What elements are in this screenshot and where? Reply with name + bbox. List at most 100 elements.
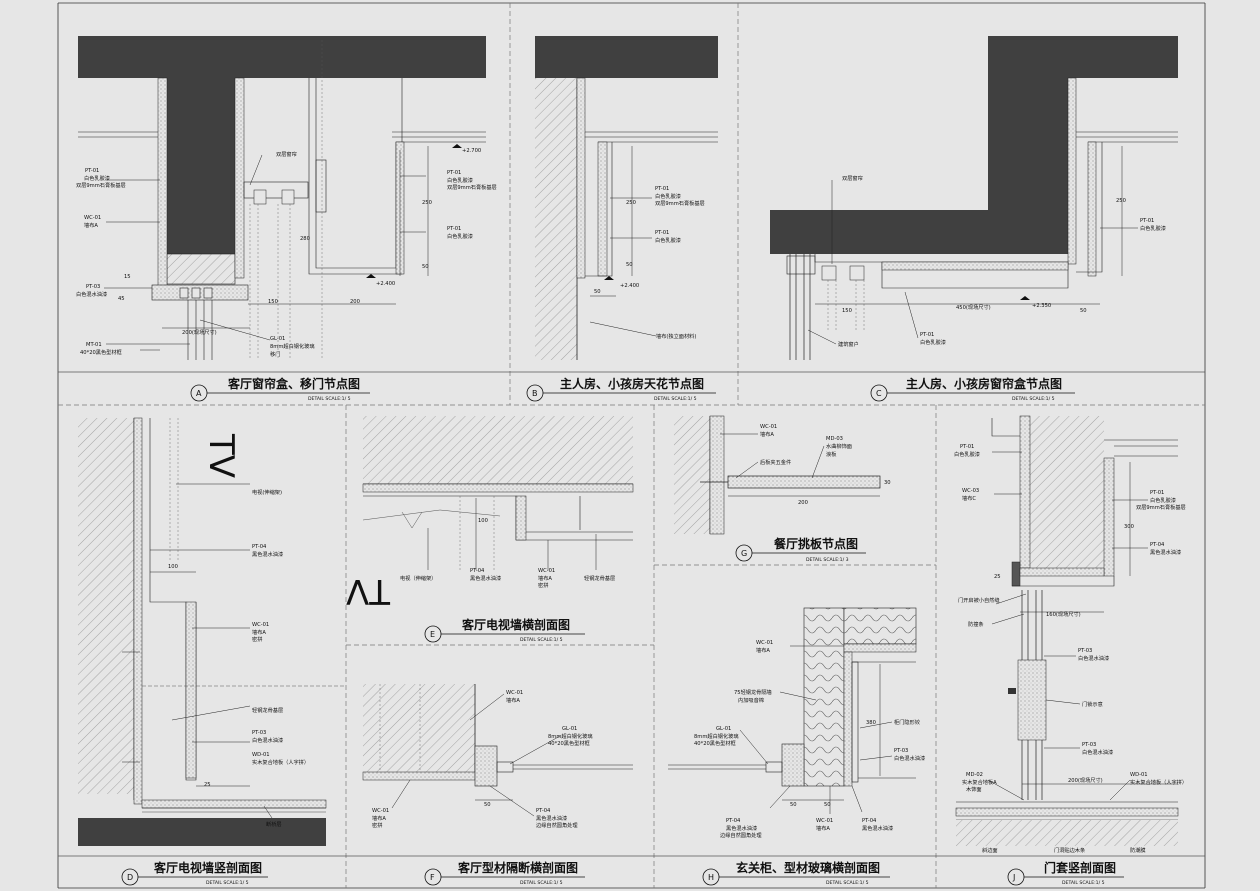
label-j-pt04-d: 黑色混水油漆 (1150, 548, 1181, 556)
label-d-wc01-d2: 密拼 (252, 635, 262, 643)
title-f: 客厅型材隔断横剖面图 (457, 860, 578, 875)
label-a-dim280: 280 (300, 236, 310, 242)
label-h-pt04b-d: 黑色混水油漆 (862, 824, 893, 832)
label-d-pt04: PT-04 (252, 544, 267, 550)
title-block-b: B 主人房、小孩房天花节点图 DETAIL SCALE:1/ 5 (526, 376, 716, 402)
label-f-pt04: PT-04 (536, 808, 551, 814)
label-b-wall: 墙布(独立面材料) (656, 332, 696, 340)
label-d-base: 轻钢龙骨基层 (252, 706, 283, 714)
label-c-dim50: 50 (1080, 308, 1087, 314)
label-j-wd01: WD-01 (1130, 772, 1148, 778)
label-a-pt01a: PT-01 (85, 168, 99, 174)
label-e-wc01: WC-01 (538, 568, 555, 574)
title-a: 客厅窗帘盒、移门节点图 (227, 376, 360, 391)
label-b-dim250: 250 (626, 200, 636, 206)
label-j-floor1: 斜边面 (982, 846, 998, 854)
label-j-pt01a: PT-01 (960, 444, 974, 450)
title-b-scale: DETAIL SCALE:1/ 5 (654, 396, 697, 402)
label-a-gl01-d2: 移门 (270, 350, 280, 358)
label-a-wc01-d: 墙布A (84, 221, 98, 229)
title-c-letter: C (876, 389, 882, 398)
label-e-wc01-d1: 墙布A (538, 574, 552, 582)
label-a-dim15: 15 (124, 274, 131, 280)
title-f-letter: F (430, 873, 435, 882)
label-g-wc01: WC-01 (760, 424, 777, 430)
label-f-pt04-d2: 边缘自然圆角处理 (536, 821, 578, 829)
panel-f-leaders (391, 693, 561, 817)
label-b-dim50b: 50 (594, 289, 601, 295)
panel-g-labels: WC-01 墙布A MD-03 水曲柳饰面 浪板 后板夹五金件 200 30 (760, 424, 891, 506)
label-a-dim250: 250 (422, 200, 432, 206)
title-h-scale: DETAIL SCALE:1/ 5 (826, 880, 869, 886)
label-e-pt04-d: 黑色混水油漆 (470, 574, 501, 582)
label-j-pt03b: PT-03 (1082, 742, 1096, 748)
label-j-dim300: 300 (1124, 524, 1134, 530)
label-a-pt01b-d2: 双层9mm石膏板基层 (447, 183, 497, 191)
label-e-pt04: PT-04 (470, 568, 485, 574)
label-b-pt01a-d2: 双层9mm石膏板基层 (655, 199, 705, 207)
label-a-pt01a-d1: 白色乳胶漆 (84, 174, 110, 182)
label-d-broken: 断桥层 (266, 820, 282, 828)
label-a-pt01a-d2: 双层9mm石膏板基层 (76, 181, 126, 189)
title-g-letter: G (741, 549, 747, 558)
label-e-base: 轻钢龙骨基层 (584, 574, 615, 582)
panel-d-labels: 电视(伸缩架) PT-04 黑色混水油漆 WC-01 墙布A 密拼 轻钢龙骨基层… (168, 488, 309, 828)
label-a-dim200: 200 (350, 299, 360, 305)
label-b-pt01a-d1: 白色乳胶漆 (655, 192, 681, 200)
label-a-wc01: WC-01 (84, 215, 101, 221)
label-f-gl01: GL-01 (562, 726, 577, 732)
label-f-wc01b: WC-01 (372, 808, 389, 814)
title-c-scale: DETAIL SCALE:1/ 5 (1012, 396, 1055, 402)
label-h-pt04a-d1: 黑色混水油漆 (726, 824, 757, 832)
panel-b-leaders (589, 197, 657, 337)
label-d-pt03-d: 白色混水油漆 (252, 736, 283, 744)
label-c-dim150: 150 (842, 308, 852, 314)
label-j-pt01a-d: 白色乳胶漆 (954, 450, 980, 458)
label-g-dim200: 200 (798, 500, 808, 506)
label-c-pt01b-d: 白色乳胶漆 (920, 338, 946, 346)
panel-h-labels: WC-01 墙布A 75轻钢龙骨隔墙 内加吸音棉 GL-01 8mm超白钢化玻璃… (694, 640, 925, 839)
label-j-dim25: 25 (994, 574, 1001, 580)
label-b-pt01b-d: 白色乳胶漆 (655, 236, 681, 244)
title-e-scale: DETAIL SCALE:1/ 5 (520, 637, 563, 643)
title-d-scale: DETAIL SCALE:1/ 5 (206, 880, 249, 886)
tv-mark-rotated: TV (346, 571, 391, 611)
panel-d-leaders (150, 483, 273, 819)
label-b-elev: +2.400 (620, 283, 639, 289)
label-j-pt03a: PT-03 (1078, 648, 1092, 654)
label-e-wc01-d2: 密拼 (538, 581, 548, 589)
panel-a-labels: PT-01 白色乳胶漆 双层9mm石膏板基层 WC-01 墙布A PT-03 白… (76, 148, 497, 358)
title-g-scale: DETAIL SCALE:1/ 3 (806, 557, 849, 563)
label-a-mt01-d: 40*20黑色型材框 (80, 348, 122, 356)
label-h-pt04a: PT-04 (726, 818, 741, 824)
label-c-pt01a: PT-01 (1140, 218, 1154, 224)
label-h-wc01b-d: 墙布A (816, 824, 830, 832)
title-j-letter: J (1012, 873, 1015, 882)
label-a-gl01-d1: 8mm超白钢化玻璃 (270, 342, 315, 350)
label-j-dim200: 200(现场尺寸) (1068, 776, 1103, 784)
panel-c-drawing (770, 36, 1178, 360)
panel-e-drawing: TV (346, 416, 634, 611)
label-h-pt03: PT-03 (894, 748, 908, 754)
label-f-dim50: 50 (484, 802, 491, 808)
panel-f-drawing (362, 684, 633, 801)
title-h-letter: H (708, 873, 714, 882)
panel-d-drawing: TV (78, 417, 346, 846)
label-h-wc01a: WC-01 (756, 640, 773, 646)
sheet-frame (57, 2, 1206, 889)
label-h-wc01b: WC-01 (816, 818, 833, 824)
label-c-pt01a-d: 白色乳胶漆 (1140, 224, 1166, 232)
label-h-wc01a-d: 墙布A (756, 646, 770, 654)
panel-b-labels: PT-01 白色乳胶漆 双层9mm石膏板基层 PT-01 白色乳胶漆 +2.40… (594, 186, 705, 340)
label-a-curtain: 双层窗帘 (276, 150, 297, 158)
label-d-pt04-d: 黑色混水油漆 (252, 550, 283, 558)
label-d-wc01-d1: 墙布A (252, 628, 266, 636)
label-h-gl01-d2: 40*20黑色型材框 (694, 739, 736, 747)
title-d: 客厅电视墙竖剖面图 (153, 860, 262, 875)
label-h-hinge: 柜门隐形铰 (894, 718, 920, 726)
label-h-frame2: 内加吸音棉 (738, 696, 764, 704)
title-block-h: H 玄关柜、型材玻璃横剖面图 DETAIL SCALE:1/ 5 (702, 860, 890, 886)
label-a-pt01b-d1: 白色乳胶漆 (447, 176, 473, 184)
label-j-md02-d2: 木饰面 (966, 785, 982, 793)
label-d-pt03: PT-03 (252, 730, 266, 736)
